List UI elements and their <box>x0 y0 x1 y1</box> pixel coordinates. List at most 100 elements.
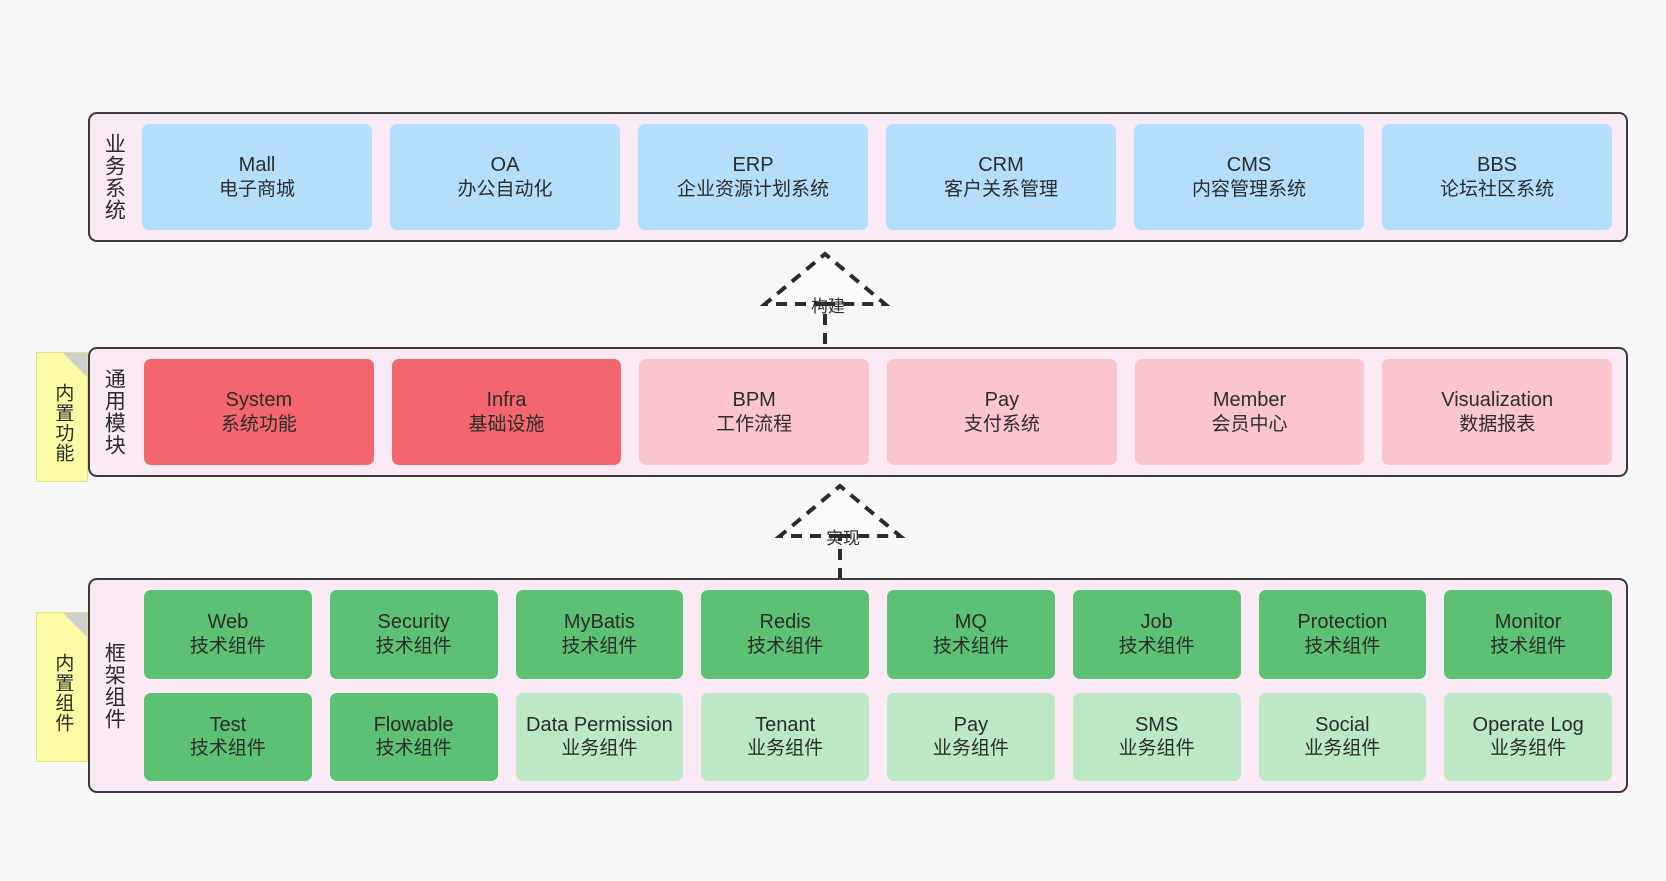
card-tenant[interactable]: Tenant 业务组件 <box>701 692 869 781</box>
card-pay-module-subtitle: 支付系统 <box>963 413 1040 435</box>
card-member[interactable]: Member 会员中心 <box>1134 359 1365 465</box>
panel-common-modules-body: System 系统功能 Infra 基础设施 BPM 工作流程 Pay 支付系统… <box>136 349 1626 475</box>
card-sms[interactable]: SMS 业务组件 <box>1072 692 1241 781</box>
card-pay-module[interactable]: Pay 支付系统 <box>887 359 1117 465</box>
card-crm-title: CRM <box>978 154 1024 177</box>
sticky-note-builtin-functions: 内置功能 <box>36 352 88 482</box>
card-oa-title: OA <box>490 154 520 177</box>
card-job-title: Job <box>1140 611 1173 634</box>
card-bpm-subtitle: 工作流程 <box>716 413 793 435</box>
card-redis-subtitle: 技术组件 <box>747 635 824 657</box>
folded-corner-icon <box>63 613 87 637</box>
card-protection[interactable]: Protection 技术组件 <box>1258 590 1427 679</box>
card-sms-subtitle: 业务组件 <box>1118 738 1195 760</box>
card-bpm-title: BPM <box>732 389 776 412</box>
card-redis[interactable]: Redis 技术组件 <box>701 590 869 679</box>
framework-components-row-1: Web 技术组件 Security 技术组件 MyBatis 技术组件 Redi… <box>144 590 1612 679</box>
card-protection-subtitle: 技术组件 <box>1304 635 1381 657</box>
card-erp-title: ERP <box>732 154 774 177</box>
card-mq[interactable]: MQ 技术组件 <box>887 590 1055 679</box>
card-bbs-subtitle: 论坛社区系统 <box>1439 178 1554 200</box>
card-data-permission[interactable]: Data Permission 业务组件 <box>515 692 684 781</box>
panel-business-systems: 业务系统 Mall 电子商城 OA 办公自动化 ERP 企业资源计划系统 CRM… <box>88 112 1628 242</box>
card-cms-title: CMS <box>1226 154 1272 177</box>
card-cms[interactable]: CMS 内容管理系统 <box>1134 124 1364 230</box>
card-test-subtitle: 技术组件 <box>189 738 266 760</box>
card-oa[interactable]: OA 办公自动化 <box>390 124 620 230</box>
sticky-note-builtin-components: 内置组件 <box>36 612 88 762</box>
card-mall-subtitle: 电子商城 <box>218 178 295 200</box>
card-mq-subtitle: 技术组件 <box>932 635 1009 657</box>
card-bpm[interactable]: BPM 工作流程 <box>639 359 870 465</box>
panel-framework-components-body: Web 技术组件 Security 技术组件 MyBatis 技术组件 Redi… <box>136 580 1626 791</box>
card-test-title: Test <box>209 713 247 736</box>
card-data-permission-title: Data Permission <box>526 713 673 736</box>
panel-business-systems-label: 业务系统 <box>102 133 126 221</box>
card-test[interactable]: Test 技术组件 <box>144 692 312 781</box>
card-security[interactable]: Security 技术组件 <box>329 590 498 679</box>
sticky-note-builtin-functions-text: 内置功能 <box>52 383 74 463</box>
card-visualization[interactable]: Visualization 数据报表 <box>1382 359 1613 465</box>
card-crm[interactable]: CRM 客户关系管理 <box>886 124 1116 230</box>
card-protection-title: Protection <box>1297 611 1388 634</box>
card-web-subtitle: 技术组件 <box>189 635 266 657</box>
card-bbs-title: BBS <box>1476 154 1518 177</box>
card-bbs[interactable]: BBS 论坛社区系统 <box>1382 124 1612 230</box>
card-visualization-title: Visualization <box>1441 389 1554 412</box>
panel-common-modules-label: 通用模块 <box>102 368 126 456</box>
card-monitor[interactable]: Monitor 技术组件 <box>1444 590 1612 679</box>
business-systems-row: Mall 电子商城 OA 办公自动化 ERP 企业资源计划系统 CRM 客户关系… <box>142 124 1612 230</box>
card-pay-component-title: Pay <box>953 713 989 736</box>
card-cms-subtitle: 内容管理系统 <box>1191 178 1306 200</box>
card-job[interactable]: Job 技术组件 <box>1072 590 1241 679</box>
card-web[interactable]: Web 技术组件 <box>144 590 312 679</box>
card-operate-log-subtitle: 业务组件 <box>1490 738 1567 760</box>
panel-business-systems-body: Mall 电子商城 OA 办公自动化 ERP 企业资源计划系统 CRM 客户关系… <box>136 114 1626 240</box>
card-system[interactable]: System 系统功能 <box>144 359 374 465</box>
card-monitor-title: Monitor <box>1494 611 1562 634</box>
card-mybatis[interactable]: MyBatis 技术组件 <box>515 590 684 679</box>
build-arrow-label: 构建 <box>811 297 845 316</box>
card-infra-subtitle: 基础设施 <box>468 413 545 435</box>
card-infra[interactable]: Infra 基础设施 <box>391 359 622 465</box>
card-tenant-title: Tenant <box>755 713 816 736</box>
card-monitor-subtitle: 技术组件 <box>1490 635 1567 657</box>
card-social[interactable]: Social 业务组件 <box>1258 692 1427 781</box>
card-tenant-subtitle: 业务组件 <box>747 738 824 760</box>
card-social-title: Social <box>1315 713 1370 736</box>
card-mall[interactable]: Mall 电子商城 <box>142 124 372 230</box>
implement-arrow: 实现 <box>760 483 940 584</box>
card-erp-subtitle: 企业资源计划系统 <box>676 178 829 200</box>
sticky-note-builtin-components-text: 内置组件 <box>52 653 74 733</box>
card-erp[interactable]: ERP 企业资源计划系统 <box>638 124 868 230</box>
build-arrow-shape <box>759 251 891 344</box>
panel-common-modules: 通用模块 System 系统功能 Infra 基础设施 BPM 工作流程 Pay… <box>88 347 1628 477</box>
card-mq-title: MQ <box>954 611 987 634</box>
card-mall-title: Mall <box>238 154 276 177</box>
card-infra-title: Infra <box>486 389 527 412</box>
panel-framework-components-label: 框架组件 <box>102 641 126 730</box>
card-job-subtitle: 技术组件 <box>1118 635 1195 657</box>
card-social-subtitle: 业务组件 <box>1304 738 1381 760</box>
card-pay-component-subtitle: 业务组件 <box>932 738 1009 760</box>
folded-corner-icon <box>63 353 87 377</box>
card-oa-subtitle: 办公自动化 <box>457 178 553 200</box>
card-flowable-subtitle: 技术组件 <box>375 738 452 760</box>
card-operate-log[interactable]: Operate Log 业务组件 <box>1444 692 1612 781</box>
card-pay-component[interactable]: Pay 业务组件 <box>887 692 1055 781</box>
card-flowable[interactable]: Flowable 技术组件 <box>329 692 498 781</box>
card-mybatis-title: MyBatis <box>563 611 635 634</box>
card-pay-module-title: Pay <box>984 389 1020 412</box>
card-visualization-subtitle: 数据报表 <box>1459 413 1536 435</box>
build-arrow: 构建 <box>745 251 925 352</box>
panel-framework-components: 框架组件 Web 技术组件 Security 技术组件 MyBatis 技术组件… <box>88 578 1628 793</box>
card-member-subtitle: 会员中心 <box>1211 413 1288 435</box>
implement-arrow-shape <box>774 483 906 579</box>
card-mybatis-subtitle: 技术组件 <box>561 635 638 657</box>
card-operate-log-title: Operate Log <box>1472 713 1584 736</box>
card-crm-subtitle: 客户关系管理 <box>943 178 1058 200</box>
common-modules-row: System 系统功能 Infra 基础设施 BPM 工作流程 Pay 支付系统… <box>144 359 1613 465</box>
card-system-title: System <box>225 389 293 412</box>
card-security-title: Security <box>377 611 450 634</box>
